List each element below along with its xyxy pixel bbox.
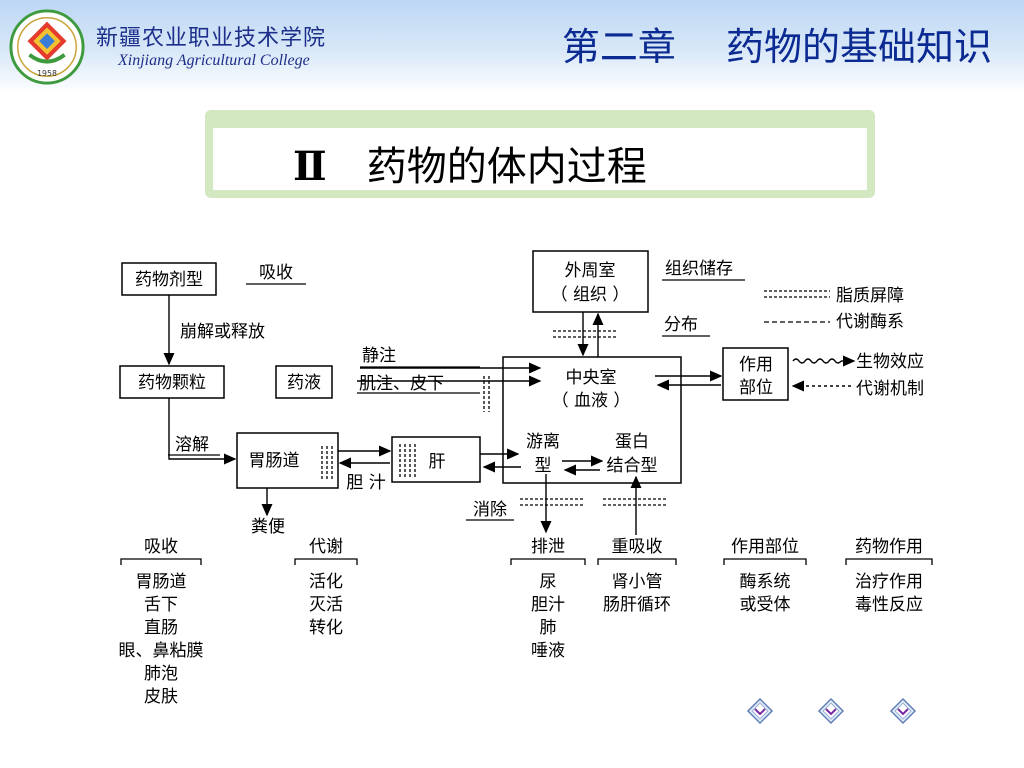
bottom-col-item: 胆汁: [531, 595, 565, 615]
logo-year: 1958: [37, 69, 57, 78]
nav-diamond-icon[interactable]: [746, 697, 774, 725]
mechanism-label: 代谢机制: [856, 379, 924, 399]
section-title: Ⅱ 药物的体内过程: [293, 134, 647, 192]
bottom-col-item: 或受体: [740, 595, 791, 615]
solution-label: 药液: [287, 373, 321, 393]
elimination-label: 消除: [473, 500, 507, 520]
bottom-col-header: 药物作用: [855, 537, 923, 557]
bottom-col-item: 皮肤: [144, 687, 178, 707]
gi-tract-box: [236, 432, 339, 489]
bottom-col-bracket: [120, 558, 202, 565]
iv-label: 静注: [362, 346, 396, 366]
lipid-barrier-label: 脂质屏障: [836, 286, 904, 306]
dosage-form-box: [121, 262, 217, 296]
bottom-col-bracket: [597, 558, 677, 565]
site-label-1: 作用: [739, 355, 773, 375]
bottom-col-item: 酶系统: [740, 572, 791, 592]
peripheral-label-2: （ 组织 ）: [551, 285, 630, 305]
bottom-col-item: 尿: [540, 572, 557, 592]
granule-box: [119, 365, 225, 399]
bottom-col-item: 唾液: [531, 641, 565, 661]
wavy-line-effect: [792, 358, 842, 364]
dosage-form-label: 药物剂型: [135, 270, 203, 290]
nav-diamond-icon[interactable]: [889, 697, 917, 725]
bottom-col-header: 作用部位: [731, 537, 799, 557]
enzyme-system-label: 代谢酶系: [836, 312, 904, 332]
bottom-col-item: 毒性反应: [855, 595, 923, 615]
bottom-col-item: 胃肠道: [136, 572, 187, 592]
bottom-col-bracket: [510, 558, 586, 565]
bottom-col-item: 眼、鼻粘膜: [119, 641, 204, 661]
bottom-col-header: 排泄: [531, 537, 565, 557]
central-label-2: （ 血液 ）: [552, 391, 631, 411]
section-number: Ⅱ: [293, 143, 327, 190]
bottom-col-bracket: [845, 558, 933, 565]
disintegrate-label: 崩解或释放: [180, 322, 265, 342]
peripheral-compartment-box: [532, 250, 649, 313]
bound-label-1: 蛋白: [615, 432, 649, 452]
central-label-1: 中央室: [566, 368, 617, 388]
college-name-en: Xinjiang Agricultural College: [118, 52, 310, 69]
bottom-col-bracket: [294, 558, 358, 565]
peripheral-label-1: 外周室: [565, 261, 616, 281]
free-label-1: 游离: [526, 432, 560, 452]
bottom-col-item: 肺泡: [144, 664, 178, 684]
bottom-col-item: 转化: [309, 618, 343, 638]
im-sc-label: 肌注、皮下: [359, 374, 444, 394]
bottom-col-item: 肺: [540, 618, 557, 638]
bio-effect-label: 生物效应: [856, 352, 924, 372]
liver-label: 肝: [429, 452, 446, 472]
bottom-col-item: 活化: [309, 572, 343, 592]
college-name-cn: 新疆农业职业技术学院: [96, 26, 327, 51]
feces-label: 粪便: [251, 517, 285, 537]
liver-box: [391, 436, 481, 483]
distribution-label: 分布: [664, 315, 698, 335]
bile-label: 胆 汁: [346, 473, 385, 493]
arrow-dissolve: [168, 398, 237, 465]
bottom-col-item: 治疗作用: [855, 572, 923, 592]
bottom-col-item: 灭活: [309, 595, 343, 615]
college-logo-icon: 1958: [9, 9, 85, 85]
bottom-col-item: 肠肝循环: [603, 595, 671, 615]
bottom-col-header: 吸收: [144, 537, 178, 557]
bound-label-2: 结合型: [607, 456, 658, 476]
chapter-title: 第二章 药物的基础知识: [561, 25, 992, 69]
granule-label: 药物颗粒: [138, 373, 206, 393]
site-label-2: 部位: [739, 378, 773, 398]
absorb-label: 吸收: [259, 263, 293, 283]
solution-box: [275, 365, 333, 399]
nav-diamond-icon[interactable]: [817, 697, 845, 725]
bottom-col-header: 重吸收: [612, 537, 663, 557]
site-of-action-box: [722, 347, 789, 401]
bottom-col-item: 直肠: [144, 618, 178, 638]
tissue-storage-label: 组织储存: [665, 259, 733, 279]
bottom-col-header: 代谢: [309, 537, 343, 557]
free-label-2: 型: [535, 456, 552, 476]
gi-tract-label: 胃肠道: [249, 451, 300, 471]
dissolve-label: 溶解: [175, 435, 209, 455]
bottom-col-item: 舌下: [144, 595, 178, 615]
section-banner: Ⅱ 药物的体内过程: [205, 110, 875, 198]
bottom-col-item: 肾小管: [612, 572, 663, 592]
slide-header: 1958 新疆农业职业技术学院 Xinjiang Agricultural Co…: [0, 0, 1024, 94]
bottom-col-bracket: [723, 558, 807, 565]
section-banner-inner: Ⅱ 药物的体内过程: [213, 128, 867, 190]
section-title-text: 药物的体内过程: [366, 144, 647, 190]
